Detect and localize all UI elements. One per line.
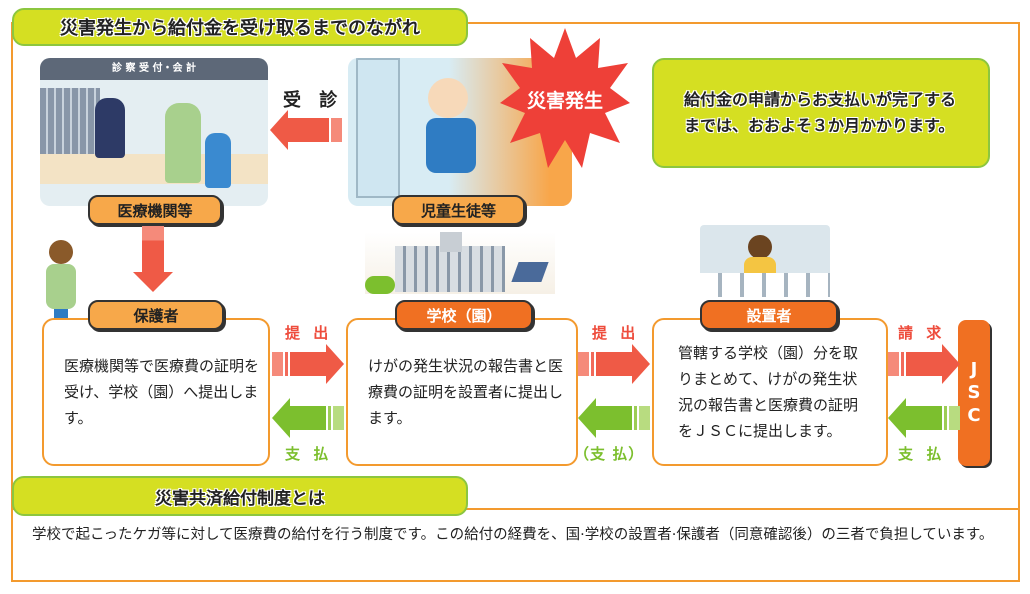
arrow-label-submit-2: 提 出 (592, 324, 640, 342)
jsc-bar: JSC (958, 320, 990, 466)
pay-arrow-2 (578, 398, 650, 438)
down-arrow-body (142, 226, 164, 274)
arrow-label-pay-2: （支 払） (574, 445, 645, 463)
disaster-burst-icon (500, 28, 630, 168)
duration-info-box: 給付金の申請からお支払いが完了するまでは、おおよそ３か月かかります。 (652, 58, 990, 168)
visit-label: 受 診 (283, 90, 344, 111)
step-label-establisher: 設置者 (700, 300, 838, 330)
arrow-label-pay-3: 支 払 (898, 445, 946, 463)
arrow-label-claim: 請 求 (898, 324, 946, 342)
step-label-guardian: 保護者 (88, 300, 224, 330)
disaster-label: 災害発生 (526, 90, 603, 112)
step-text: 管轄する学校（園）分を取りまとめて、けがの発生状況の報告書と医療費の証明をＪＳＣ… (678, 344, 859, 440)
office-illustration (700, 225, 830, 297)
step-box-guardian: 医療機関等で医療費の証明を受け、学校（園）へ提出します。 (42, 318, 270, 466)
arrow-label-pay-1: 支 払 (285, 445, 333, 463)
step-text: 医療機関等で医療費の証明を受け、学校（園）へ提出します。 (64, 357, 260, 427)
arrow-label-submit-1: 提 出 (285, 324, 333, 342)
system-heading: 災害共済給付制度とは (12, 476, 468, 516)
student-label: 児童生徒等 (392, 195, 525, 225)
claim-arrow (888, 344, 960, 384)
student-illustration (348, 58, 572, 206)
flow-title: 災害発生から給付金を受け取るまでのながれ (12, 8, 468, 46)
duration-info-text: 給付金の申請からお支払いが完了するまでは、おおよそ３か月かかります。 (684, 90, 957, 135)
step-box-establisher: 管轄する学校（園）分を取りまとめて、けがの発生状況の報告書と医療費の証明をＪＳＣ… (652, 318, 888, 466)
pay-arrow-3 (888, 398, 960, 438)
step-text: けがの発生状況の報告書と医療費の証明を設置者に提出します。 (368, 357, 564, 427)
visit-arrow (270, 110, 342, 150)
down-arrow-head (133, 272, 173, 292)
system-description: 学校で起こったケガ等に対して医療費の給付を行う制度です。この給付の経費を、国·学… (32, 527, 994, 543)
diagram-frame (11, 22, 1020, 582)
section-divider (11, 508, 1020, 510)
pay-arrow-1 (272, 398, 344, 438)
clinic-label: 医療機関等 (88, 195, 222, 225)
guardian-illustration (44, 240, 78, 340)
submit-arrow-1 (272, 344, 344, 384)
school-building-illustration (365, 232, 555, 294)
clinic-illustration: 診 察 受 付・会 計 (40, 58, 268, 206)
submit-arrow-2 (578, 344, 650, 384)
step-box-school: けがの発生状況の報告書と医療費の証明を設置者に提出します。 (346, 318, 578, 466)
step-label-school: 学校（園） (395, 300, 533, 330)
clinic-sign: 診 察 受 付・会 計 (40, 58, 268, 80)
